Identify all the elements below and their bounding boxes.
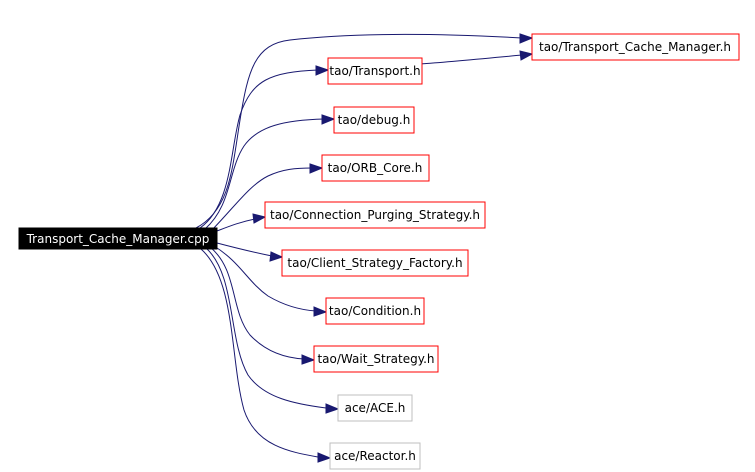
- node-tao-transport-h[interactable]: tao/Transport.h: [327, 57, 423, 85]
- edge-root-to-wait-strategy-h: [209, 246, 305, 360]
- root-node-box: [18, 227, 218, 250]
- node-label: ace/Reactor.h: [334, 449, 416, 463]
- edge-root-to-ace-reactor-h: [200, 248, 319, 458]
- node-box: [531, 33, 740, 61]
- arrow-into-ace-reactor-h: [317, 452, 332, 463]
- arrow-into-connection-purging-strategy-h: [252, 213, 267, 224]
- node-box: [333, 106, 415, 134]
- node-label: tao/Transport.h: [329, 64, 420, 78]
- node-box: [321, 154, 430, 182]
- edge-root-to-client-strategy-factory-h: [216, 242, 273, 257]
- arrowheads: [252, 33, 534, 463]
- edge-root-to-connection-purging-strategy-h: [216, 218, 256, 232]
- node-label: ace/ACE.h: [345, 401, 406, 415]
- edge-root-to-debug-h: [204, 118, 325, 230]
- arrow-into-condition-h: [313, 306, 328, 317]
- edge-root-to-ace-ace-h: [205, 247, 327, 409]
- arrow-into-ace-ace-h: [325, 403, 340, 414]
- arrow-into-orb-core-h: [309, 163, 324, 174]
- node-label: tao/ORB_Core.h: [328, 161, 423, 175]
- node-box: [325, 297, 425, 325]
- node-tao-wait-strategy-h[interactable]: tao/Wait_Strategy.h: [313, 345, 439, 373]
- edge-root-to-transport-h: [199, 69, 319, 229]
- arrow-into-debug-h: [321, 114, 336, 125]
- edge-root-to-orb-core-h: [211, 167, 313, 231]
- node-tao-orb-core-h[interactable]: tao/ORB_Core.h: [321, 154, 430, 182]
- node-box: [337, 394, 413, 422]
- node-ace-ace-h: ace/ACE.h: [337, 394, 413, 422]
- edges: [195, 34, 523, 458]
- edge-transport-h-to-transport-cache-manager-h: [419, 54, 523, 65]
- node-tao-condition-h[interactable]: tao/Condition.h: [325, 297, 425, 325]
- arrow-into-wait-strategy-h: [301, 354, 316, 365]
- node-tao-transport-cache-manager-h[interactable]: tao/Transport_Cache_Manager.h: [531, 33, 740, 61]
- node-tao-connection-purging-strategy-h[interactable]: tao/Connection_Purging_Strategy.h: [264, 201, 486, 229]
- edge-root-to-condition-h: [213, 245, 317, 312]
- arrow-into-client-strategy-factory-h: [269, 251, 284, 262]
- root-node-label: Transport_Cache_Manager.cpp: [26, 232, 210, 246]
- node-box: [327, 57, 423, 85]
- node-transport-cache-manager-cpp: Transport_Cache_Manager.cpp: [18, 227, 218, 250]
- node-label: tao/Connection_Purging_Strategy.h: [270, 208, 480, 222]
- node-label: tao/Transport_Cache_Manager.h: [539, 40, 731, 54]
- arrow-into-transport-cache-manager-h-from-root: [519, 33, 534, 44]
- node-box: [281, 249, 469, 277]
- edge-root-to-transport-cache-manager-h: [195, 34, 523, 229]
- arrow-into-transport-h: [315, 65, 330, 76]
- node-ace-reactor-h: ace/Reactor.h: [329, 442, 421, 470]
- node-tao-debug-h[interactable]: tao/debug.h: [333, 106, 415, 134]
- node-box: [264, 201, 486, 229]
- node-label: tao/debug.h: [338, 113, 411, 127]
- node-label: tao/Condition.h: [329, 304, 421, 318]
- node-label: tao/Wait_Strategy.h: [317, 352, 434, 366]
- node-box: [329, 442, 421, 470]
- node-tao-client-strategy-factory-h[interactable]: tao/Client_Strategy_Factory.h: [281, 249, 469, 277]
- node-label: tao/Client_Strategy_Factory.h: [287, 256, 462, 270]
- node-box: [313, 345, 439, 373]
- arrow-into-transport-cache-manager-h-from-transport-h: [519, 50, 534, 61]
